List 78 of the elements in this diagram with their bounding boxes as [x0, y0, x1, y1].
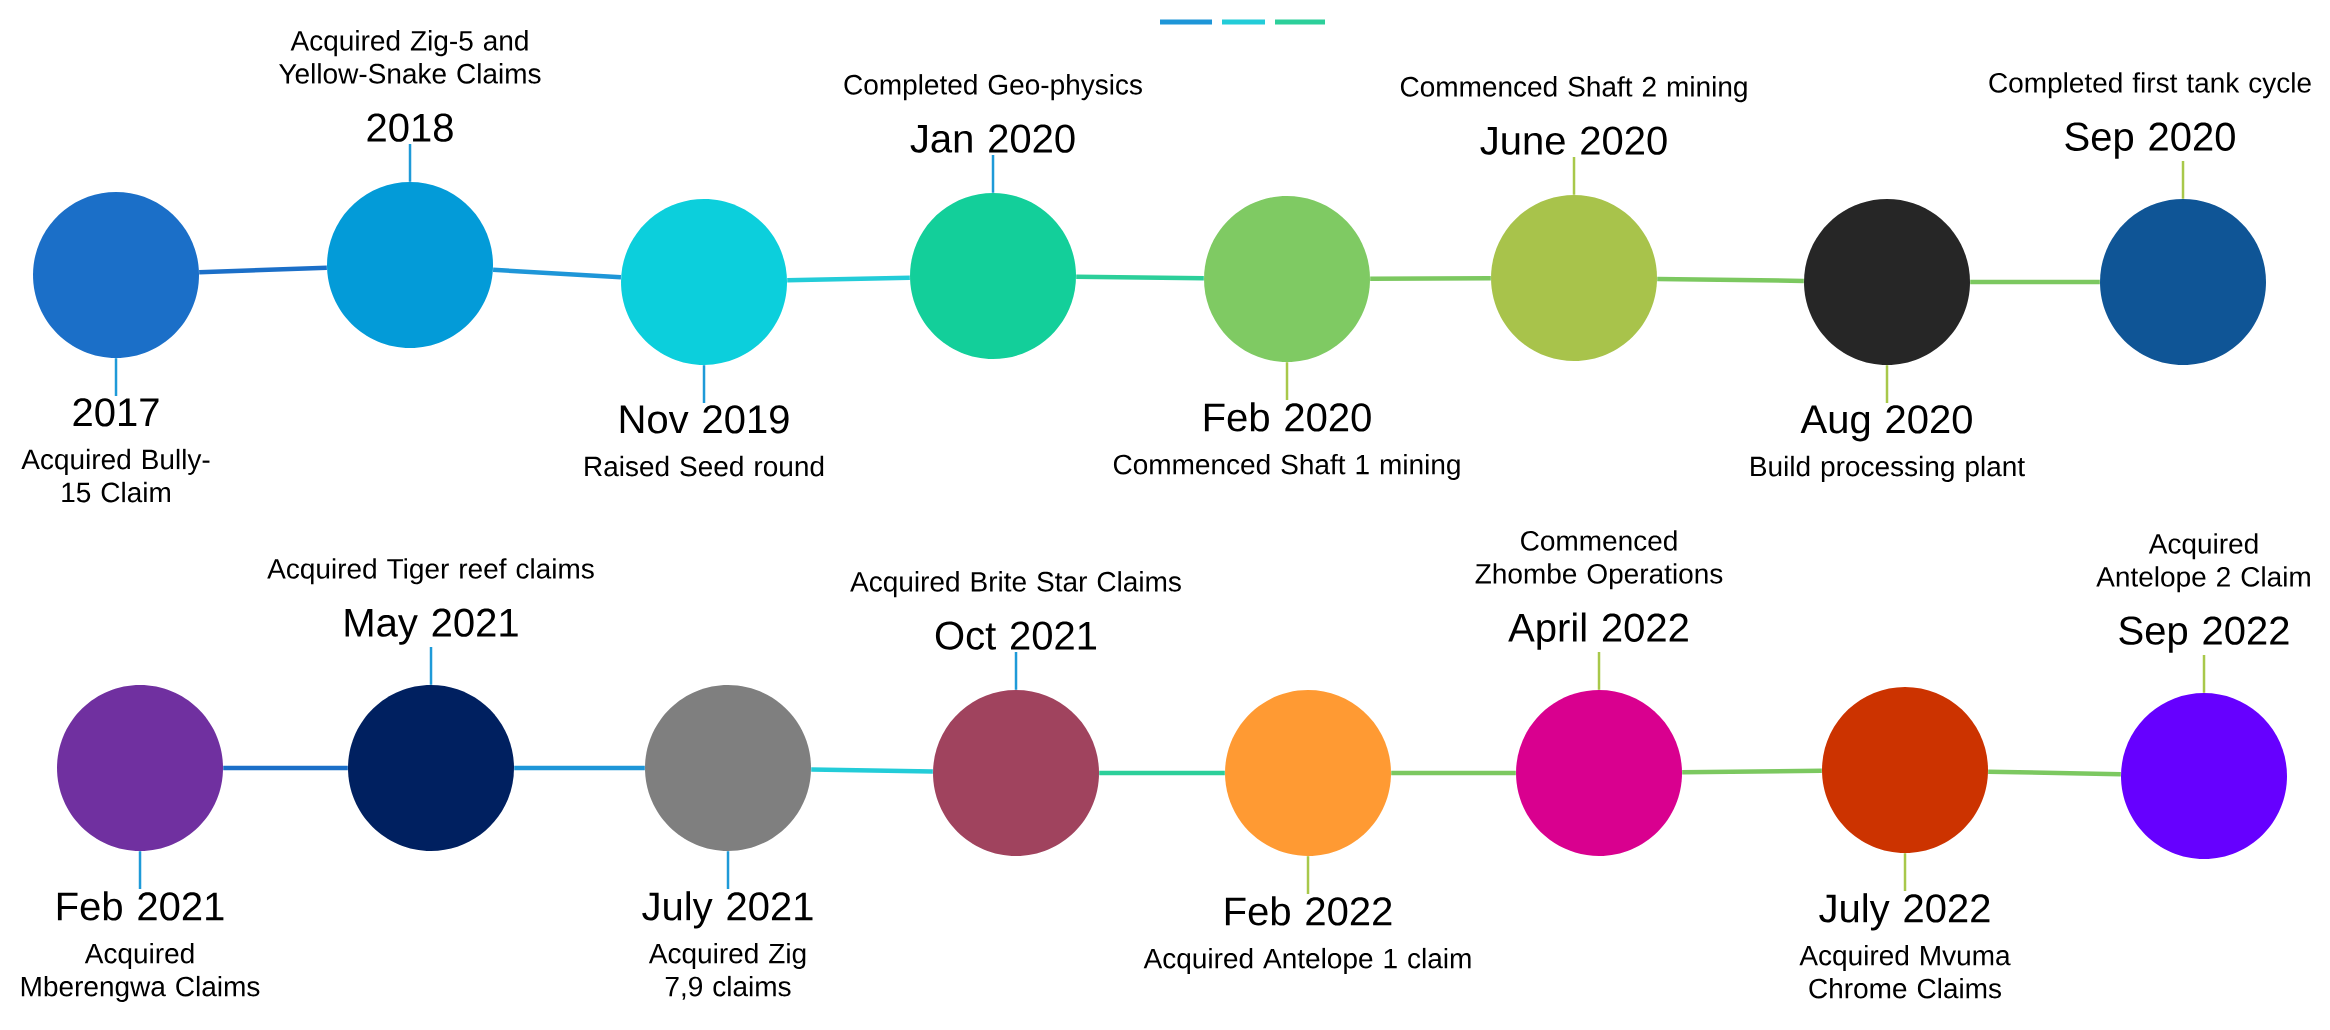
leader-line — [408, 144, 412, 182]
date-label: Feb 2020 — [1204, 402, 1371, 432]
date-label: Aug 2020 — [1800, 405, 1972, 442]
leader-line — [726, 851, 730, 889]
date-label: May 2021 — [345, 608, 518, 645]
milestone-text: Acquired Zig 7,9 claims — [648, 942, 806, 1000]
milestone-circle — [1822, 687, 1988, 853]
date-label: Feb 2021 — [57, 891, 224, 921]
milestone-circle — [645, 685, 811, 851]
connector-line — [1988, 769, 2121, 777]
milestone-text: Commenced Shaft 1 mining — [1113, 453, 1460, 480]
leader-line — [2202, 655, 2206, 693]
milestone-circle — [1225, 690, 1391, 856]
milestone-text: Commenced Zhombe Operations — [1475, 530, 1723, 590]
milestone-circle — [621, 199, 787, 365]
connector-line — [1099, 770, 1225, 776]
milestone-text: Acquired Zig-5 and Yellow-Snake Claims — [279, 30, 541, 84]
milestone-circle — [57, 685, 223, 851]
leader-line — [1285, 362, 1289, 400]
leader-line — [1903, 853, 1907, 891]
milestone-circle — [2121, 693, 2287, 859]
leader-line — [2181, 161, 2185, 199]
date-label: April 2022 — [1508, 612, 1688, 650]
leader-line — [1572, 157, 1576, 195]
leader-line — [114, 358, 118, 396]
milestone-text: Raised Seed round — [585, 455, 824, 477]
milestone-circle — [327, 182, 493, 348]
connector-line — [223, 765, 348, 771]
milestone-circle — [1516, 690, 1682, 856]
leader-line — [991, 155, 995, 193]
milestone-text: Completed first tank cycle — [1989, 72, 2311, 99]
connector-line — [787, 275, 910, 283]
connector-line — [1682, 768, 1822, 775]
milestone-text: Build processing plant — [1751, 455, 2025, 482]
date-label: Nov 2019 — [620, 405, 789, 434]
date-label: Sep 2020 — [2065, 122, 2235, 159]
connector-line — [1370, 276, 1491, 281]
leader-line — [702, 365, 706, 403]
connector-line — [492, 267, 622, 280]
connector-line — [514, 765, 645, 771]
milestone-text: Completed Geo-physics — [844, 74, 1142, 101]
milestone-text: Acquired Mberengwa Claims — [21, 942, 260, 1002]
milestone-text: Acquired Mvuma Chrome Claims — [1799, 944, 2011, 999]
connector-line — [811, 767, 933, 774]
milestone-text: Acquired Antelope 1 claim — [1143, 947, 1471, 974]
milestone-circle — [33, 192, 199, 358]
connector-line — [1076, 274, 1204, 281]
date-label: Sep 2022 — [2119, 616, 2289, 653]
date-label: Jan 2020 — [910, 124, 1075, 153]
date-label: July 2022 — [1819, 893, 1990, 931]
date-label: 2018 — [367, 113, 453, 142]
milestone-circle — [1491, 195, 1657, 361]
leader-line — [1014, 652, 1018, 690]
leader-line — [1306, 856, 1310, 894]
milestone-text: Acquired Brite Star Claims — [850, 571, 1181, 598]
leader-line — [138, 851, 142, 889]
milestone-circle — [1804, 199, 1970, 365]
milestone-text: Acquired Bully-15 Claim — [21, 448, 210, 503]
date-label: Feb 2022 — [1225, 896, 1392, 926]
milestone-circle — [2100, 199, 2266, 365]
leader-line — [1597, 652, 1601, 690]
milestone-text: Acquired Tiger reef claims — [267, 558, 594, 585]
date-label: June 2020 — [1480, 126, 1667, 155]
date-label: 2017 — [73, 398, 159, 427]
date-label: Oct 2021 — [935, 621, 1096, 650]
milestone-text: Commenced Shaft 2 mining — [1400, 76, 1747, 103]
milestone-circle — [910, 193, 1076, 359]
milestone-circle — [348, 685, 514, 851]
connector-line — [1657, 276, 1804, 284]
leader-line — [429, 647, 433, 685]
milestone-text: Acquired Antelope 2 Claim — [2096, 533, 2310, 593]
connector-line — [1970, 279, 2100, 285]
leader-line — [1885, 365, 1889, 403]
date-label: July 2021 — [642, 891, 813, 929]
milestone-circle — [933, 690, 1099, 856]
milestone-circle — [1204, 196, 1370, 362]
connector-line — [199, 265, 327, 275]
connector-line — [1391, 770, 1516, 776]
